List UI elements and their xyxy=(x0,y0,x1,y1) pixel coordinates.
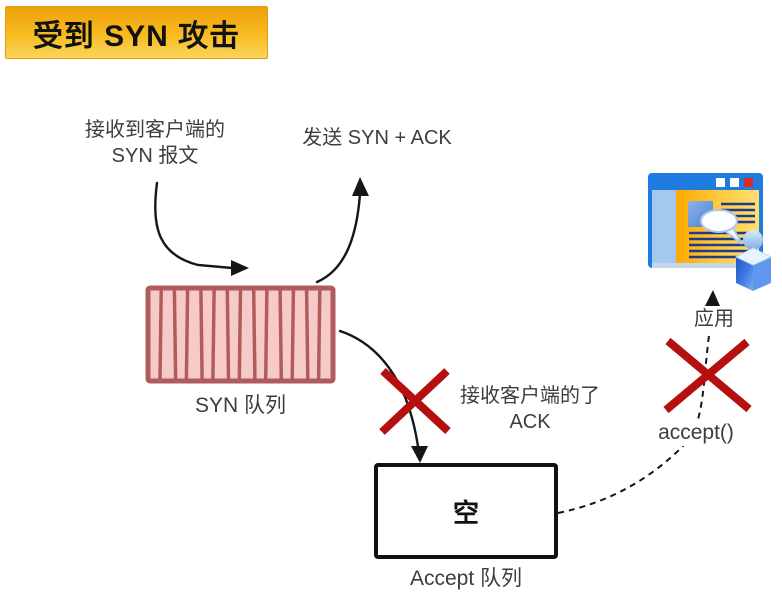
arrow-receive-syn xyxy=(154,181,249,276)
label-syn-queue: SYN 队列 xyxy=(194,394,286,417)
application-icon xyxy=(648,173,773,291)
red-cross-ack-icon xyxy=(379,368,451,435)
arrow-send-syn-ack xyxy=(315,177,369,284)
red-cross-accept-icon xyxy=(663,337,752,414)
app-window-button xyxy=(716,178,725,187)
accept-queue-box xyxy=(374,463,558,559)
speech-bubble-icon xyxy=(700,209,743,245)
user-figure-icon xyxy=(734,230,773,291)
label-receive-ack: 接收客户端的了 ACK xyxy=(460,385,600,433)
app-window-statusbar xyxy=(652,263,759,268)
dashed-arrow-accept-call xyxy=(557,290,720,514)
app-window-button xyxy=(730,178,739,187)
page-title: 受到 SYN 攻击 xyxy=(5,6,268,59)
label-accept-queue: Accept 队列 xyxy=(409,567,523,590)
syn-queue-box xyxy=(145,285,336,384)
app-window-close-button xyxy=(744,178,753,187)
label-send-syn-ack: 发送 SYN + ACK xyxy=(302,127,452,149)
accept-queue-empty-text: 空 xyxy=(452,497,479,528)
label-receive-syn: 接收到客户端的 SYN 报文 xyxy=(85,119,225,167)
syn-queue-entries xyxy=(158,289,322,380)
label-application: 应用 xyxy=(687,306,741,332)
app-window-sidebar xyxy=(652,190,676,263)
label-accept-call: accept() xyxy=(650,420,742,446)
